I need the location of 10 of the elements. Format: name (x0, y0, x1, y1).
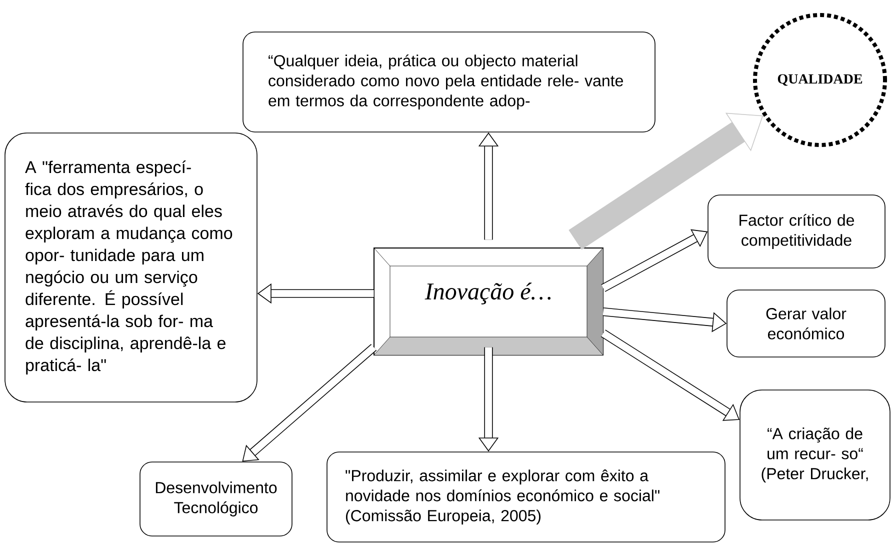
beveled-box: Inovação é… (374, 248, 604, 356)
block-arrow (568, 112, 764, 250)
text-box: Gerar valor económico (726, 290, 886, 358)
text-box: "Produzir, assimilar e explorar com êxito a novidade nos domínios económico e social" (Comissão Europeia, 2005) (326, 452, 726, 542)
text-box: Desenvolvimento Tecnológico (140, 462, 292, 536)
block-arrow (242, 344, 377, 462)
text-box: A "ferramenta especí- fica dos empresários, o meio através do qual eles exploram a mudança como opor- tunidade para um negócio ou um serviço diferente. É possível apresentá-la sob for- ma de disciplina, aprendê-la e praticá- la" (4, 132, 258, 402)
text-box: “Qualquer ideia, prática ou objecto material considerado como novo pela entidade rele- vante em termos da correspondente adop- (242, 32, 656, 132)
text-box: Factor crítico de competitividade (708, 194, 886, 268)
text-box: “A criação de um recur- so“ (Peter Drucker, (740, 390, 890, 520)
